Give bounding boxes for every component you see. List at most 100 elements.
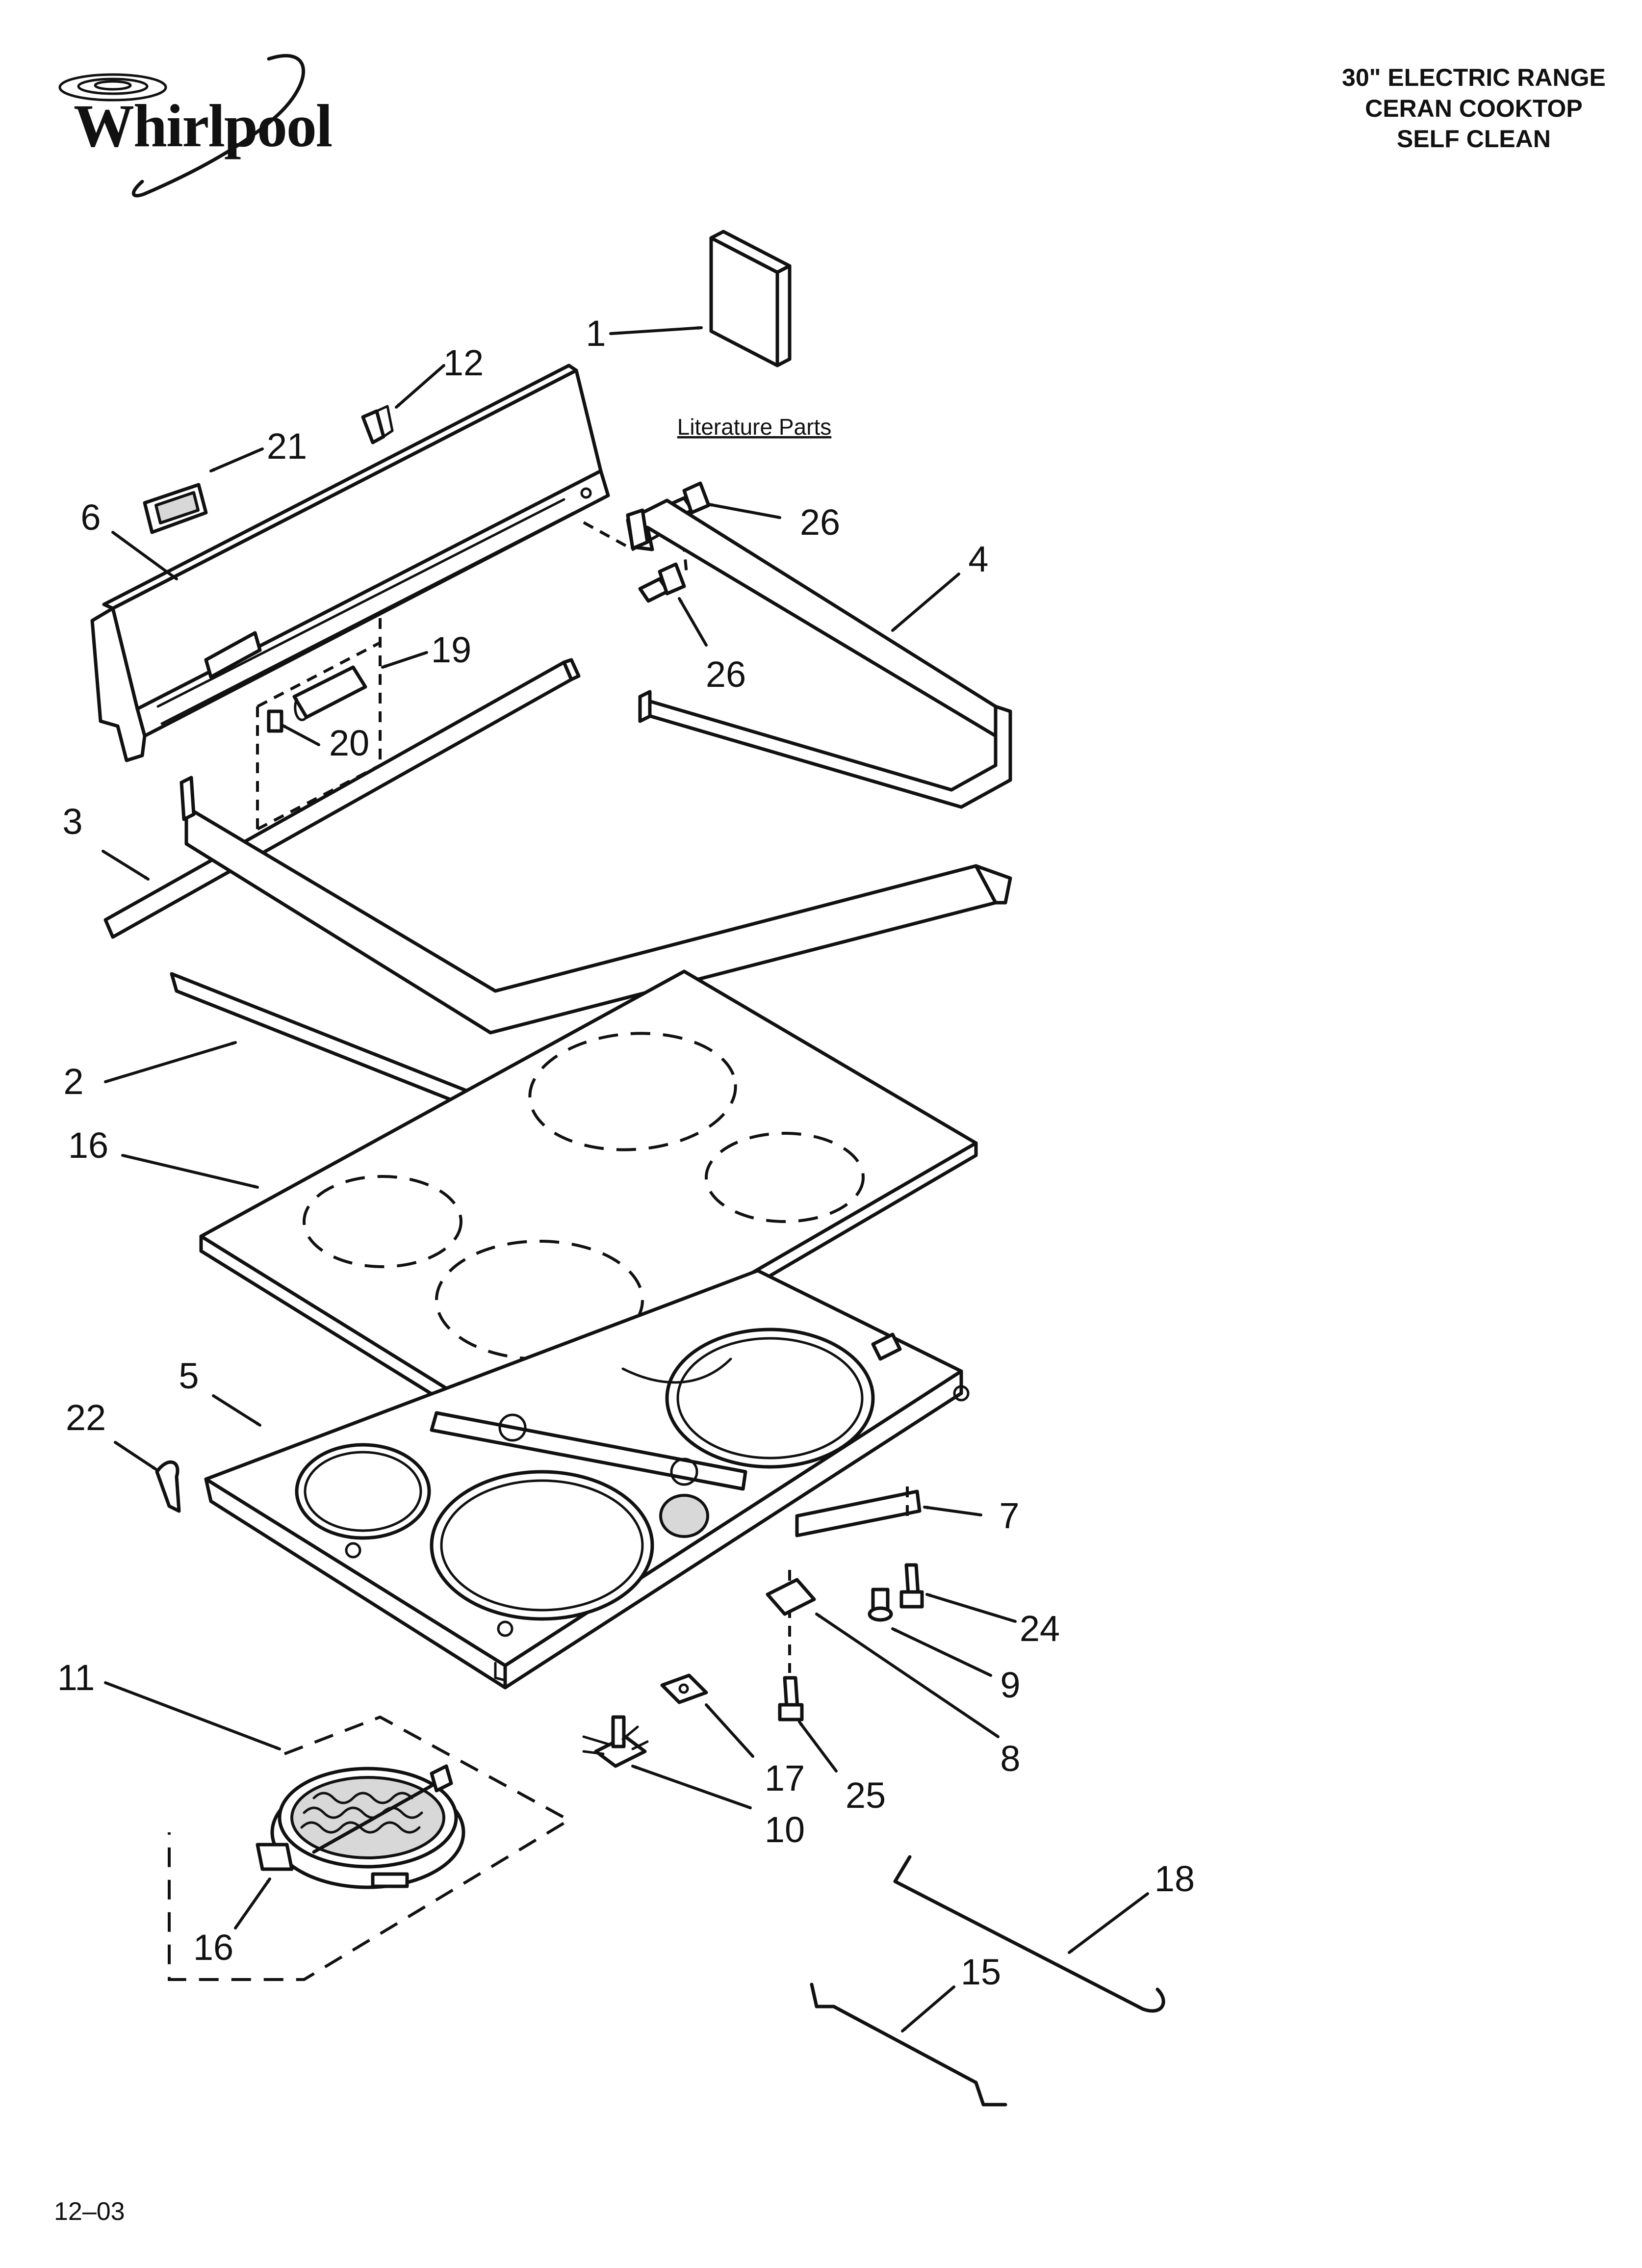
part-terminal-block	[582, 1715, 649, 1768]
leader-9	[891, 1627, 992, 1677]
clip-22-body	[155, 1460, 181, 1513]
brand-wordmark: Whirlpool	[74, 92, 332, 159]
control-panel-fold-line	[156, 498, 565, 708]
screw-24-head	[899, 1590, 924, 1609]
frame-rail-end	[638, 690, 652, 723]
callout-21: 21	[267, 426, 307, 467]
callout-15: 15	[961, 1952, 1001, 1992]
leader-5	[212, 1394, 261, 1427]
clip-17-hole	[678, 1683, 689, 1694]
callout-25: 25	[846, 1775, 886, 1816]
literature-booklet-side	[775, 264, 792, 367]
callout-6: 6	[80, 497, 101, 538]
burner-box-screw-hole-3	[953, 1385, 970, 1402]
screw-24-body	[904, 1563, 920, 1596]
callout-10: 10	[765, 1809, 805, 1850]
callout-12: 12	[443, 342, 484, 383]
leader-11	[104, 1681, 281, 1750]
clip-12-body	[361, 409, 385, 444]
part-screw-25	[778, 1676, 804, 1721]
control-panel-cutout	[204, 631, 262, 679]
leader-24	[925, 1593, 1017, 1623]
leader-8	[815, 1613, 1000, 1738]
callout-2: 2	[63, 1061, 83, 1102]
screw-25-head	[778, 1703, 804, 1721]
callout-20: 20	[329, 723, 369, 763]
control-panel-hole	[580, 487, 592, 499]
whirlpool-logo: Whirlpool	[58, 54, 333, 198]
control-panel-end-bracket	[90, 606, 147, 762]
burner-opening-rear-left-arc	[621, 1357, 732, 1384]
leader-15	[901, 1985, 955, 2033]
leader-25	[798, 1721, 838, 1773]
burner-opening-front-left-inner	[304, 1451, 422, 1532]
burner-marking-front-right	[435, 1240, 644, 1360]
terminal-block-post	[611, 1715, 626, 1748]
part-burner-box	[204, 1269, 970, 1690]
burner-box-limiter	[659, 1494, 709, 1538]
frame-right-rail	[641, 697, 1012, 809]
clip-12-tab	[375, 405, 394, 438]
callout-18: 18	[1155, 1858, 1195, 1899]
part-rod-15	[810, 1982, 1007, 2107]
leader-2	[104, 1041, 237, 1083]
leader-3	[102, 850, 150, 881]
callout-7: 7	[999, 1495, 1019, 1536]
callout-24: 24	[1020, 1608, 1060, 1649]
lens-window	[154, 491, 200, 524]
switch-body	[292, 665, 367, 719]
part-spacer-9	[868, 1588, 893, 1622]
element-tab	[430, 1764, 453, 1793]
burner-box-center-hole	[498, 1413, 527, 1442]
element-support-bar	[312, 1784, 434, 1854]
burner-marking-front-left	[303, 1175, 462, 1268]
part-front-frame	[180, 776, 1012, 1035]
rod-18-path	[893, 1855, 1165, 2013]
leader-26b	[678, 597, 708, 647]
trim-strip-end	[562, 658, 581, 681]
callout-19: 19	[431, 629, 471, 670]
logo-swirl-outer	[58, 73, 167, 102]
leader-12	[395, 364, 445, 409]
burner-box-notch	[494, 1662, 507, 1682]
part-clip-22	[155, 1460, 181, 1513]
leader-lines	[102, 326, 1149, 2033]
header-line-3: SELF CLEAN	[1397, 125, 1551, 153]
leader-10	[631, 1765, 752, 1809]
leader-4	[891, 573, 960, 632]
header-line-2: CERAN COOKTOP	[1365, 95, 1583, 122]
control-panel-top	[102, 364, 578, 610]
burner-opening-front-left-outer	[295, 1443, 431, 1540]
part-literature: Literature Parts	[677, 230, 831, 440]
burner-opening-rear-right-inner	[676, 1337, 864, 1460]
front-frame-front-rail	[184, 805, 998, 1035]
callout-5: 5	[179, 1356, 199, 1396]
part-clip-8	[766, 1570, 816, 1673]
part-control-panel	[90, 364, 610, 762]
callout-9: 9	[1000, 1665, 1020, 1705]
burner-opening-front-right-inner	[440, 1479, 644, 1612]
header-line-1: 30" ELECTRIC RANGE	[1342, 64, 1606, 91]
bracket-7-body	[795, 1489, 922, 1538]
leader-21	[209, 447, 264, 472]
frame-bracket	[626, 508, 649, 550]
callout-1: 1	[586, 313, 606, 354]
burner-opening-rear-right-outer	[665, 1328, 875, 1469]
front-frame-corner	[974, 864, 1012, 905]
rod-15-path	[810, 1982, 1007, 2107]
front-frame-bracket	[180, 776, 196, 821]
callout-17: 17	[765, 1758, 805, 1799]
clip-17-body	[660, 1673, 708, 1704]
logo-swirl-inner	[94, 80, 132, 91]
screw-26b-head	[658, 562, 686, 596]
literature-label: Literature Parts	[677, 414, 831, 440]
element-enclosure-dash	[168, 1715, 572, 1981]
leader-26a	[707, 503, 781, 519]
header-block: 30" ELECTRIC RANGE CERAN COOKTOP SELF CL…	[1342, 64, 1606, 153]
callout-3: 3	[62, 801, 82, 842]
control-panel-lower-fold	[160, 511, 575, 725]
burner-box-screw-hole-1	[345, 1542, 361, 1559]
burner-box-crossbar	[430, 1411, 747, 1491]
logo-swoosh	[131, 54, 306, 198]
